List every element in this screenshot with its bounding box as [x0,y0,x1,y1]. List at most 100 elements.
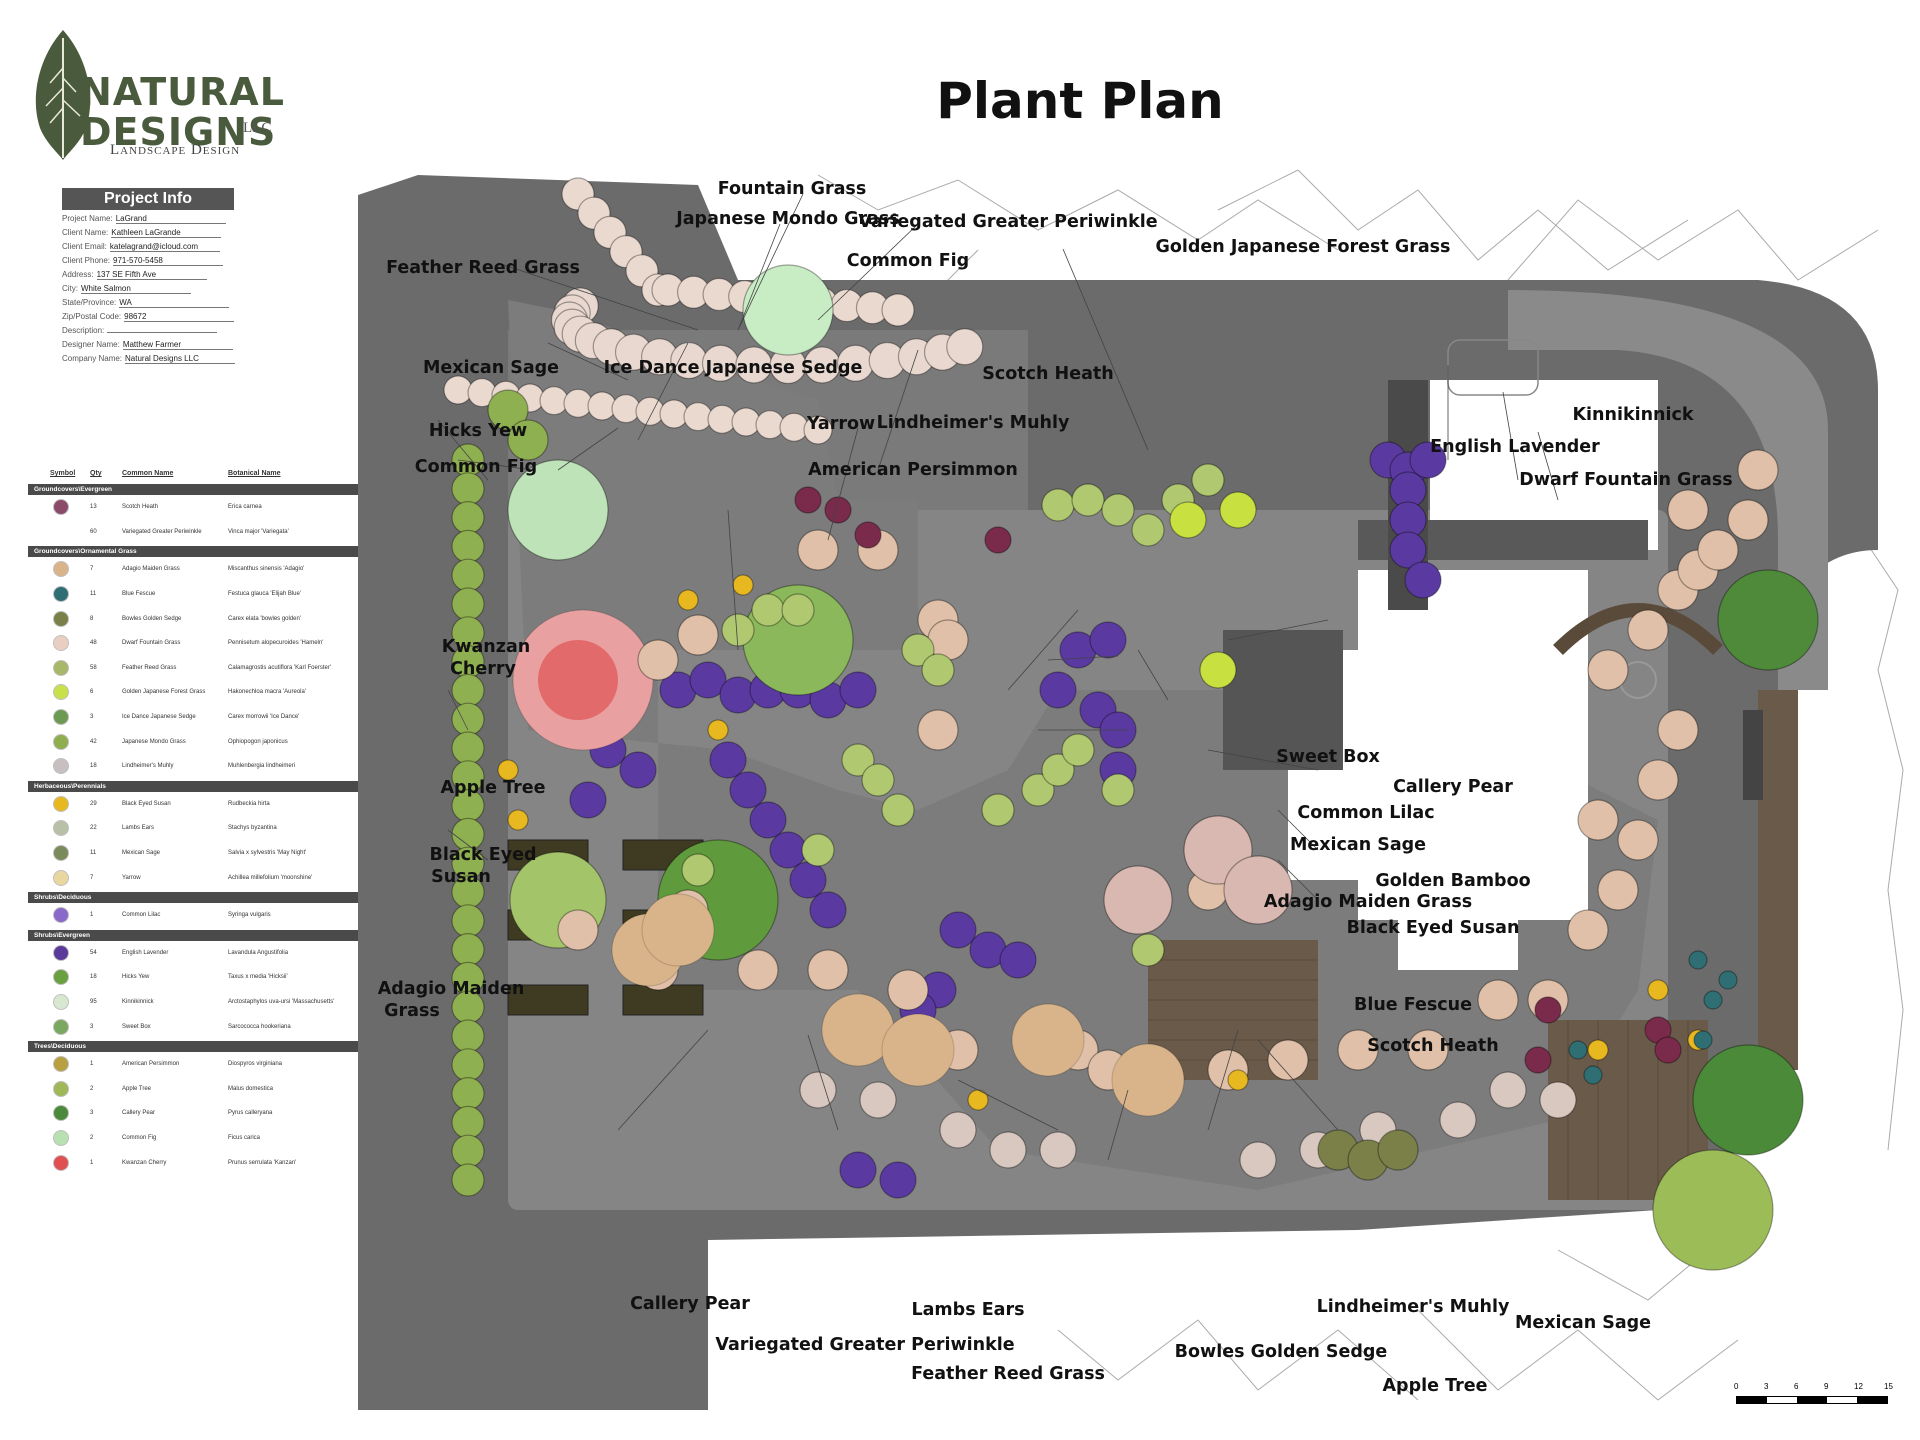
legend-common-name: Variegated Greater Periwinkle [122,528,202,535]
legend-botanical-name: Carex elata 'bowles golden' [228,615,302,622]
plant-symbol-icon [54,1057,68,1072]
legend-qty: 3 [90,1023,94,1030]
plant-symbol [1597,869,1639,911]
label-fountain-grass: Fountain Grass [718,179,867,199]
plant-symbol [507,809,529,831]
legend-botanical-name: Salvia x sylvestris 'May Night' [228,850,307,857]
legend-common-name: Hicks Yew [122,974,150,981]
plant-symbol [794,486,822,514]
label-japanese-mondo-grass: Japanese Mondo Grass [675,209,900,229]
plant-symbol [557,909,599,951]
project-info-label: Client Name: [62,228,109,237]
leader-lines [437,193,1559,1161]
legend-common-name: Callery Pear [122,1110,156,1117]
plant-symbol [801,833,835,867]
plant-symbol [742,264,834,356]
label-english-lavender: English Lavender [1430,437,1600,457]
legend-col-common: Common Name [122,470,174,477]
plant-symbol [1727,499,1769,541]
legend-botanical-name: Vinca major 'Variegata' [228,528,289,535]
plant-symbol [538,640,618,720]
legend-qty: 48 [90,640,97,647]
plant-symbol [1404,561,1442,599]
legend-common-name: Mexican Sage [122,850,161,857]
plant-symbol [451,1134,485,1168]
label-golden-bamboo: Golden Bamboo [1375,871,1530,891]
plant-symbol [1652,1149,1774,1271]
plant-symbol [879,1161,917,1199]
label-apple-tree-bottom: Apple Tree [1383,1376,1488,1396]
legend-category: Shrubs\Deciduous [28,891,360,903]
label-lindheimers-muhly-bottom: Lindheimer's Muhly [1317,1297,1510,1317]
plant-symbol [641,893,715,967]
legend-qty: 3 [90,1110,94,1117]
plant-symbol [1568,1040,1588,1060]
plant-symbol [967,1089,989,1111]
plant-symbol [1021,773,1055,807]
legend-qty: 22 [90,825,97,832]
legend-common-name: Feather Reed Grass [122,664,177,671]
plant-symbol [881,793,915,827]
plant-symbol [1089,621,1127,659]
plant-symbol-icon [54,870,68,885]
legend-botanical-name: Carex morrowii 'Ice Dance' [228,714,300,721]
plant-symbol [781,593,815,627]
plant-symbol [497,759,519,781]
plant-symbol [1567,909,1609,951]
plant-symbol [1524,1046,1552,1074]
plant-symbol [1647,979,1669,1001]
legend-qty: 6 [90,689,94,696]
label-mexican-sage-left: Mexican Sage [423,358,559,378]
plant-symbol [451,1019,485,1053]
plant-symbol [1131,933,1165,967]
label-lindheimers-muhly-top: Lindheimer's Muhly [877,413,1070,433]
plant-symbol [839,671,877,709]
legend-common-name: Lambs Ears [122,825,155,832]
plant-symbol [1657,709,1699,751]
plant-symbol [689,661,727,699]
plant-symbol [1693,1030,1713,1050]
plant-symbol-icon [54,660,68,675]
plant-symbol [451,731,485,765]
plant-symbol [451,932,485,967]
legend-qty: 3 [90,714,94,721]
legend-botanical-name: Ophiopogon japonicus [228,738,288,745]
project-info-row: Client Email:katelagrand@icloud.com [62,242,234,252]
plant-symbol [1239,1141,1277,1179]
legend-qty: 7 [90,874,94,881]
legend-common-name: Japanese Mondo Grass [122,738,186,745]
project-info-row: State/Province:WA [62,298,234,308]
label-adagio-left-line1: Adagio Maiden [378,979,525,999]
brand-tagline: Landscape Design [110,142,241,158]
label-ice-dance-sedge: Ice Dance Japanese Sedge [604,358,863,378]
plant-symbol-icon [54,734,68,749]
plant-symbol [1267,1039,1309,1081]
plant-symbol [1199,651,1237,689]
company-logo: NATURAL DESIGNS LLC Landscape Design [28,28,284,168]
plant-symbol [721,613,755,647]
label-scotch-heath-center: Scotch Heath [1367,1036,1498,1056]
plant-symbol [769,831,807,869]
label-dwarf-fountain-grass: Dwarf Fountain Grass [1519,470,1732,490]
scale-tick: 3 [1764,1382,1769,1391]
scale-tick: 0 [1734,1382,1739,1391]
legend-common-name: Lindheimer's Muhly [122,763,174,770]
label-american-persimmon: American Persimmon [808,460,1018,480]
plant-symbol [1407,1029,1449,1071]
project-info-value: LaGrand [115,214,226,224]
legend-common-name: American Persimmon [122,1061,180,1068]
label-common-lilac: Common Lilac [1297,803,1434,823]
plant-symbol [999,941,1037,979]
plant-symbol-icon [54,945,68,960]
plant-symbol [789,861,827,899]
legend-common-name: English Lavender [122,949,169,956]
